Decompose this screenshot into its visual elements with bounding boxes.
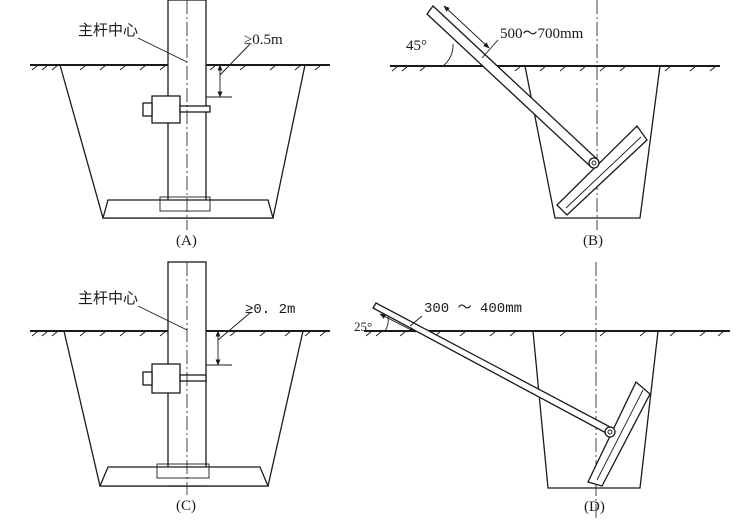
depth-leader-c [217, 312, 251, 341]
depth-label-c: ≥0. 2m [245, 302, 295, 318]
panel-d: 25° 300 ～ 400mm (D) [354, 262, 730, 520]
pit-outline-b [524, 65, 661, 219]
clamp-bolt-a [179, 105, 211, 113]
anchor-ring-d [604, 426, 616, 438]
panel-c: 主杆中心 ≥0. 2m (C) [30, 261, 330, 514]
caption-c: (C) [176, 498, 196, 514]
center-label-c: 主杆中心 [78, 289, 138, 307]
length-extension-b [481, 39, 499, 59]
angle-label-d: 25° [354, 319, 372, 334]
length-label-b: 500～700mm [500, 26, 584, 42]
clamp-bolt-c [179, 374, 207, 382]
ground-hatch-c [31, 330, 327, 337]
base-plate-a [102, 199, 274, 219]
clamp-nut-a [142, 102, 153, 117]
center-leader-a [137, 37, 188, 63]
caption-b: (B) [583, 233, 603, 249]
caption-d: (D) [584, 499, 605, 515]
anchor-rod-d [372, 302, 613, 435]
anchor-ring-b [588, 157, 600, 169]
base-plate-c [99, 466, 269, 487]
caption-a: (A) [176, 233, 197, 249]
base-socket-c [156, 463, 210, 479]
length-label-d: 300 ～ 400mm [424, 301, 522, 317]
clamp-block-c [151, 363, 181, 394]
length-dimension-b [443, 5, 490, 49]
panel-a: 主杆中心 ≥0.5m (A) [30, 0, 330, 249]
ground-hatch-d [365, 330, 725, 337]
center-label-a: 主杆中心 [78, 21, 138, 39]
anchor-plate-b [556, 125, 648, 216]
length-dimension-d [379, 313, 416, 333]
length-extension-d [409, 315, 423, 327]
angle-arc-b [442, 43, 454, 67]
center-leader-c [137, 305, 188, 331]
base-socket-a [159, 196, 211, 212]
angle-arc-d [384, 316, 389, 332]
angle-label-b: 45° [406, 38, 427, 54]
ground-hatch-b [391, 65, 717, 72]
pit-outline-d [532, 330, 659, 489]
ground-hatch-a [31, 64, 322, 71]
depth-leader-a [219, 43, 251, 76]
clamp-block-a [151, 95, 181, 124]
clamp-nut-c [142, 371, 153, 386]
anchor-plate-d [587, 380, 651, 487]
panel-b: 45° 500～700mm (B) [390, 0, 720, 249]
depth-label-a: ≥0.5m [244, 32, 283, 48]
